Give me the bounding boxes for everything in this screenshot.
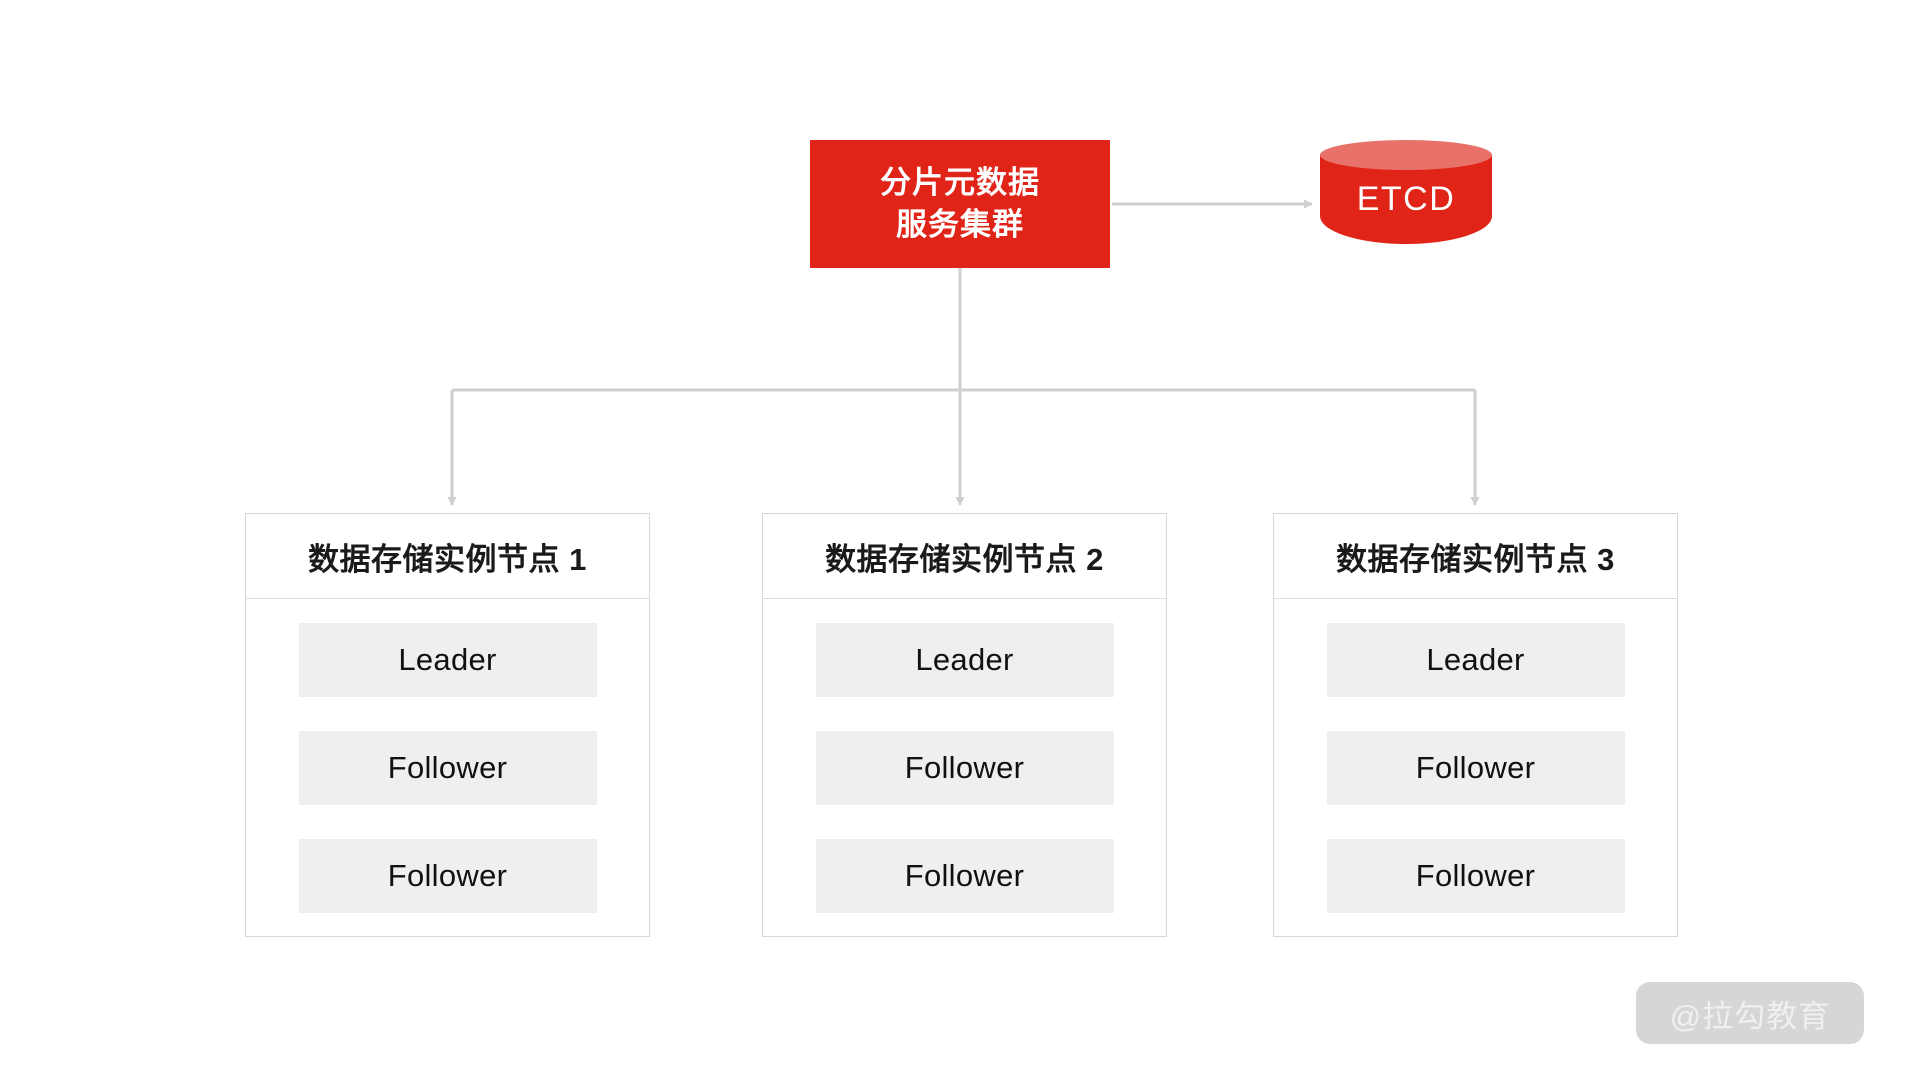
storage-node-card-1[interactable]: 数据存储实例节点 1 Leader Follower Follower xyxy=(245,513,650,937)
role-box-leader[interactable]: Leader xyxy=(815,623,1114,697)
role-box-follower[interactable]: Follower xyxy=(815,839,1114,913)
storage-node-roles-2: Leader Follower Follower xyxy=(763,599,1166,936)
storage-node-roles-3: Leader Follower Follower xyxy=(1274,599,1677,936)
role-box-follower[interactable]: Follower xyxy=(298,839,597,913)
role-box-leader[interactable]: Leader xyxy=(1326,623,1625,697)
etcd-node[interactable]: ETCD xyxy=(1320,140,1492,258)
master-box-line-1: 分片元数据 xyxy=(880,165,1040,201)
metadata-service-cluster-box[interactable]: 分片元数据 服务集群 xyxy=(810,140,1110,268)
cylinder-top-ellipse xyxy=(1320,140,1492,170)
storage-node-title-1: 数据存储实例节点 1 xyxy=(246,514,649,599)
watermark-text: @拉勾教育 xyxy=(1669,998,1831,1034)
storage-node-card-2[interactable]: 数据存储实例节点 2 Leader Follower Follower xyxy=(762,513,1167,937)
etcd-label: ETCD xyxy=(1356,179,1456,218)
role-box-follower[interactable]: Follower xyxy=(298,731,597,805)
storage-node-title-2: 数据存储实例节点 2 xyxy=(763,514,1166,599)
storage-node-card-3[interactable]: 数据存储实例节点 3 Leader Follower Follower xyxy=(1273,513,1678,937)
watermark-badge: @拉勾教育 xyxy=(1636,982,1864,1044)
role-box-follower[interactable]: Follower xyxy=(1326,731,1625,805)
storage-node-roles-1: Leader Follower Follower xyxy=(246,599,649,936)
arrow-master-to-nodes xyxy=(447,268,1480,506)
storage-node-title-3: 数据存储实例节点 3 xyxy=(1274,514,1677,599)
role-box-leader[interactable]: Leader xyxy=(298,623,597,697)
role-box-follower[interactable]: Follower xyxy=(1326,839,1625,913)
role-box-follower[interactable]: Follower xyxy=(815,731,1114,805)
master-box-line-2: 服务集群 xyxy=(896,207,1024,242)
